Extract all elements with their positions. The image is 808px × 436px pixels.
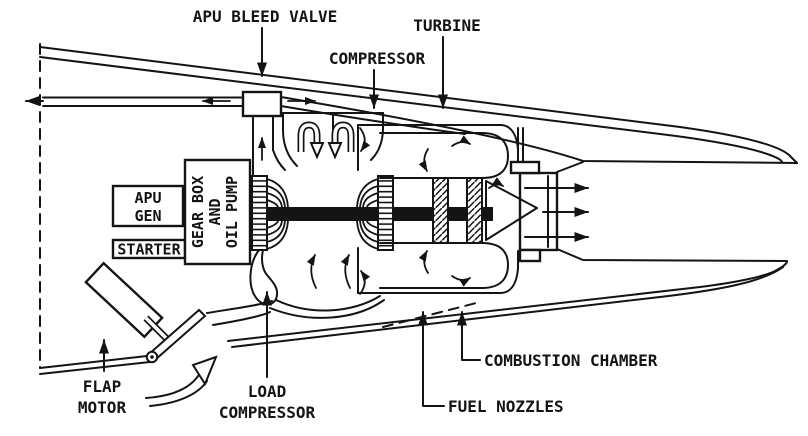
apu-bleed-valve-body bbox=[241, 90, 283, 118]
combustor-dome-upper bbox=[379, 132, 509, 179]
compressor-label: COMPRESSOR bbox=[329, 49, 426, 68]
callout-flap-motor: FLAP MOTOR bbox=[78, 339, 127, 417]
gearbox-label-line1: GEAR BOX bbox=[189, 176, 207, 248]
apu-gen-outline bbox=[111, 184, 185, 228]
valve-riser-right-wall bbox=[272, 115, 286, 171]
turbine-disc-1 bbox=[432, 177, 449, 244]
inlet-duct-lip-upper bbox=[206, 300, 273, 314]
tail-cone-outline bbox=[39, 43, 798, 375]
outlet-top-joggle bbox=[556, 161, 584, 173]
lower-skin-left-outer bbox=[39, 355, 148, 369]
callouts: APU BLEED VALVE COMPRESSOR TURBINE FLAP … bbox=[78, 7, 658, 422]
apu-gen-label-line1: APU bbox=[134, 189, 161, 207]
apu-gen-label-line2: GEN bbox=[134, 207, 161, 225]
inlet-duct-upper-wall bbox=[280, 96, 798, 164]
combustor-flow-arrows bbox=[359, 127, 504, 295]
combustion-chamber-label: COMBUSTION CHAMBER bbox=[484, 351, 658, 370]
outer-case-bottom bbox=[357, 250, 519, 294]
scroll-sweep-lower bbox=[269, 299, 385, 319]
scroll-flow-arrow-1 bbox=[306, 254, 317, 289]
inlet-airflow-swoosh-arrow bbox=[145, 355, 218, 407]
combustor-dome-lower bbox=[379, 242, 509, 289]
scroll-inlet-bump bbox=[249, 249, 279, 306]
u-turn-flow-arrow-left bbox=[297, 121, 325, 160]
callout-combustion-chamber: COMBUSTION CHAMBER bbox=[457, 311, 658, 370]
inlet-plenum bbox=[282, 112, 384, 167]
upper-mount-strut bbox=[517, 127, 524, 163]
gearbox-box: GEAR BOX AND OIL PUMP bbox=[183, 158, 252, 266]
fuel-nozzles-leader-arrow bbox=[418, 311, 445, 407]
exhaust-cone bbox=[485, 180, 538, 241]
flap-motor-label-line2: MOTOR bbox=[78, 398, 127, 417]
upper-skin-outer-line bbox=[39, 46, 798, 164]
upper-mount-foot bbox=[509, 160, 541, 175]
compressor-impellers bbox=[251, 175, 394, 251]
impeller-first-stage bbox=[251, 175, 268, 251]
gearbox-label-line2: AND bbox=[206, 198, 224, 225]
callout-load-compressor: LOAD COMPRESSOR bbox=[219, 291, 316, 422]
apu-gen-box: APU GEN bbox=[111, 184, 185, 228]
flap-motor-label-line1: FLAP bbox=[83, 377, 122, 396]
plenum-left-wall bbox=[282, 112, 298, 167]
turbine-section bbox=[432, 177, 538, 244]
callout-compressor: COMPRESSOR bbox=[329, 49, 426, 109]
plenum-right-wall bbox=[370, 112, 384, 161]
door-hinge-pin bbox=[150, 355, 154, 359]
rotor-shaft bbox=[267, 207, 493, 221]
lower-skin-right-inner bbox=[231, 266, 784, 348]
starter-label: STARTER bbox=[117, 241, 181, 259]
impeller-second-stage bbox=[377, 175, 394, 251]
combustion-chamber-leader-arrow bbox=[457, 311, 481, 361]
callout-fuel-nozzles: FUEL NOZZLES bbox=[418, 311, 564, 416]
scroll-flow-arrow-2 bbox=[340, 254, 351, 289]
apu-bleed-valve-label: APU BLEED VALVE bbox=[193, 7, 338, 26]
u-arrowhead bbox=[327, 142, 343, 160]
forward-bleed-duct bbox=[25, 96, 316, 107]
combustion-chamber-assembly bbox=[357, 124, 519, 295]
lower-mount-tab bbox=[518, 248, 542, 263]
diffuser-vane-fans bbox=[266, 178, 379, 250]
turbine-label: TURBINE bbox=[413, 16, 480, 35]
scroll-sweep-upper bbox=[275, 295, 381, 312]
callout-turbine: TURBINE bbox=[413, 16, 481, 109]
load-compressor-label-line1: LOAD bbox=[248, 382, 287, 401]
gearbox-label-line3: OIL PUMP bbox=[223, 176, 241, 248]
inlet-duct-lip-lower bbox=[212, 311, 271, 326]
u-arrowhead bbox=[309, 142, 325, 160]
upper-skin-inner-line bbox=[39, 56, 783, 163]
outlet-bottom-line bbox=[556, 248, 788, 262]
inlet-duct-lower-wall bbox=[280, 105, 466, 135]
exhaust-flange bbox=[509, 127, 589, 263]
apu-bleed-valve-assembly bbox=[241, 90, 286, 177]
load-compressor-label-line2: COMPRESSOR bbox=[219, 403, 316, 422]
starter-box: STARTER bbox=[111, 238, 187, 260]
fuel-nozzles-label: FUEL NOZZLES bbox=[448, 397, 564, 416]
lower-skin-left-inner bbox=[39, 361, 151, 375]
callout-apu-bleed-valve: APU BLEED VALVE bbox=[193, 7, 338, 77]
gearbox-outline bbox=[183, 158, 252, 266]
hidden-skin-dashed-line bbox=[382, 301, 481, 328]
air-inlet-door-group bbox=[84, 261, 218, 407]
turbine-disc-2 bbox=[466, 177, 483, 244]
u-turn-flow-arrow-right bbox=[327, 121, 355, 160]
